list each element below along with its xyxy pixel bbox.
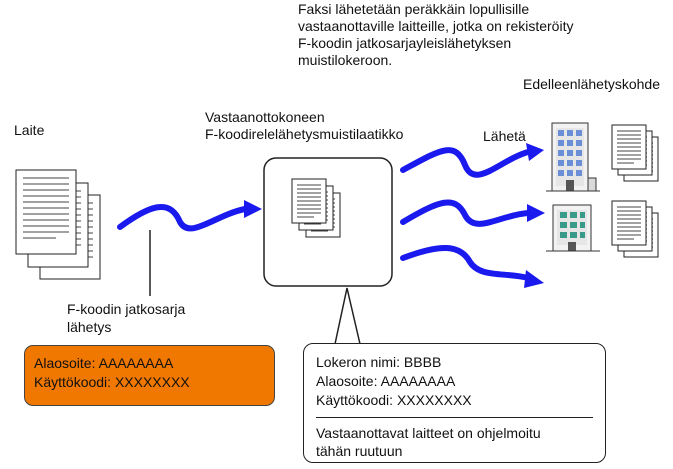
box-label-line: Vastaanottokoneen <box>205 109 325 125</box>
box-label-line: F-koodirelelähetysmuistilaatikko <box>205 126 404 142</box>
mailbox-box-icon <box>263 157 393 287</box>
send-arrow-icon-3 <box>400 244 544 288</box>
mailbox-callout-pointer <box>334 287 361 346</box>
description-line: muistilokeroon. <box>298 52 393 68</box>
sub-address-line: Alaosoite: AAAAAAAA <box>34 355 174 371</box>
sender-document-stack-icon <box>15 169 101 280</box>
relay-label-line: F-koodin jatkosarja <box>67 301 186 317</box>
receiving-machine-box-label: Vastaanottokoneen F-koodirelelähetysmuis… <box>205 109 403 143</box>
destination-document-stack-icon-1 <box>611 124 659 182</box>
description-line: Faksi lähetetään peräkkäin lopullisille <box>298 1 530 17</box>
office-building-icon-2 <box>546 204 600 252</box>
mailbox-name-line: Lokeron nimi: BBBB <box>316 354 442 370</box>
forward-destination-label: Edelleenlähetyskohde <box>523 76 660 92</box>
passcode-line: Käyttökoodi: XXXXXXXX <box>34 374 190 390</box>
mailbox-info-callout: Lokeron nimi: BBBB Alaosoite: AAAAAAAA K… <box>303 343 606 463</box>
relay-arrow-icon <box>117 200 262 232</box>
relay-transmission-label: F-koodin jatkosarja lähetys <box>67 301 185 337</box>
send-arrow-icon-1 <box>400 143 544 178</box>
send-label: Lähetä <box>483 128 526 144</box>
divider <box>316 417 593 418</box>
note-line: tähän ruutuun <box>316 443 403 459</box>
sub-address-line: Alaosoite: AAAAAAAA <box>316 373 456 389</box>
sender-address-callout: Alaosoite: AAAAAAAA Käyttökoodi: XXXXXXX… <box>24 345 275 406</box>
office-building-icon-1 <box>546 122 600 192</box>
description-text: Faksi lähetetään peräkkäin lopullisille … <box>298 1 573 69</box>
description-line: vastaanottaville laitteille, jotka on re… <box>298 18 574 34</box>
passcode-line: Käyttökoodi: XXXXXXXX <box>316 392 472 408</box>
relay-label-line: lähetys <box>67 319 112 335</box>
note-line: Vastaanottavat laitteet on ohjelmoitu <box>316 425 541 441</box>
destination-document-stack-icon-2 <box>611 200 659 258</box>
description-line: F-koodin jatkosarjayleislähetyksen <box>298 35 512 51</box>
send-arrow-icon-2 <box>400 199 545 227</box>
device-label: Laite <box>14 122 45 138</box>
